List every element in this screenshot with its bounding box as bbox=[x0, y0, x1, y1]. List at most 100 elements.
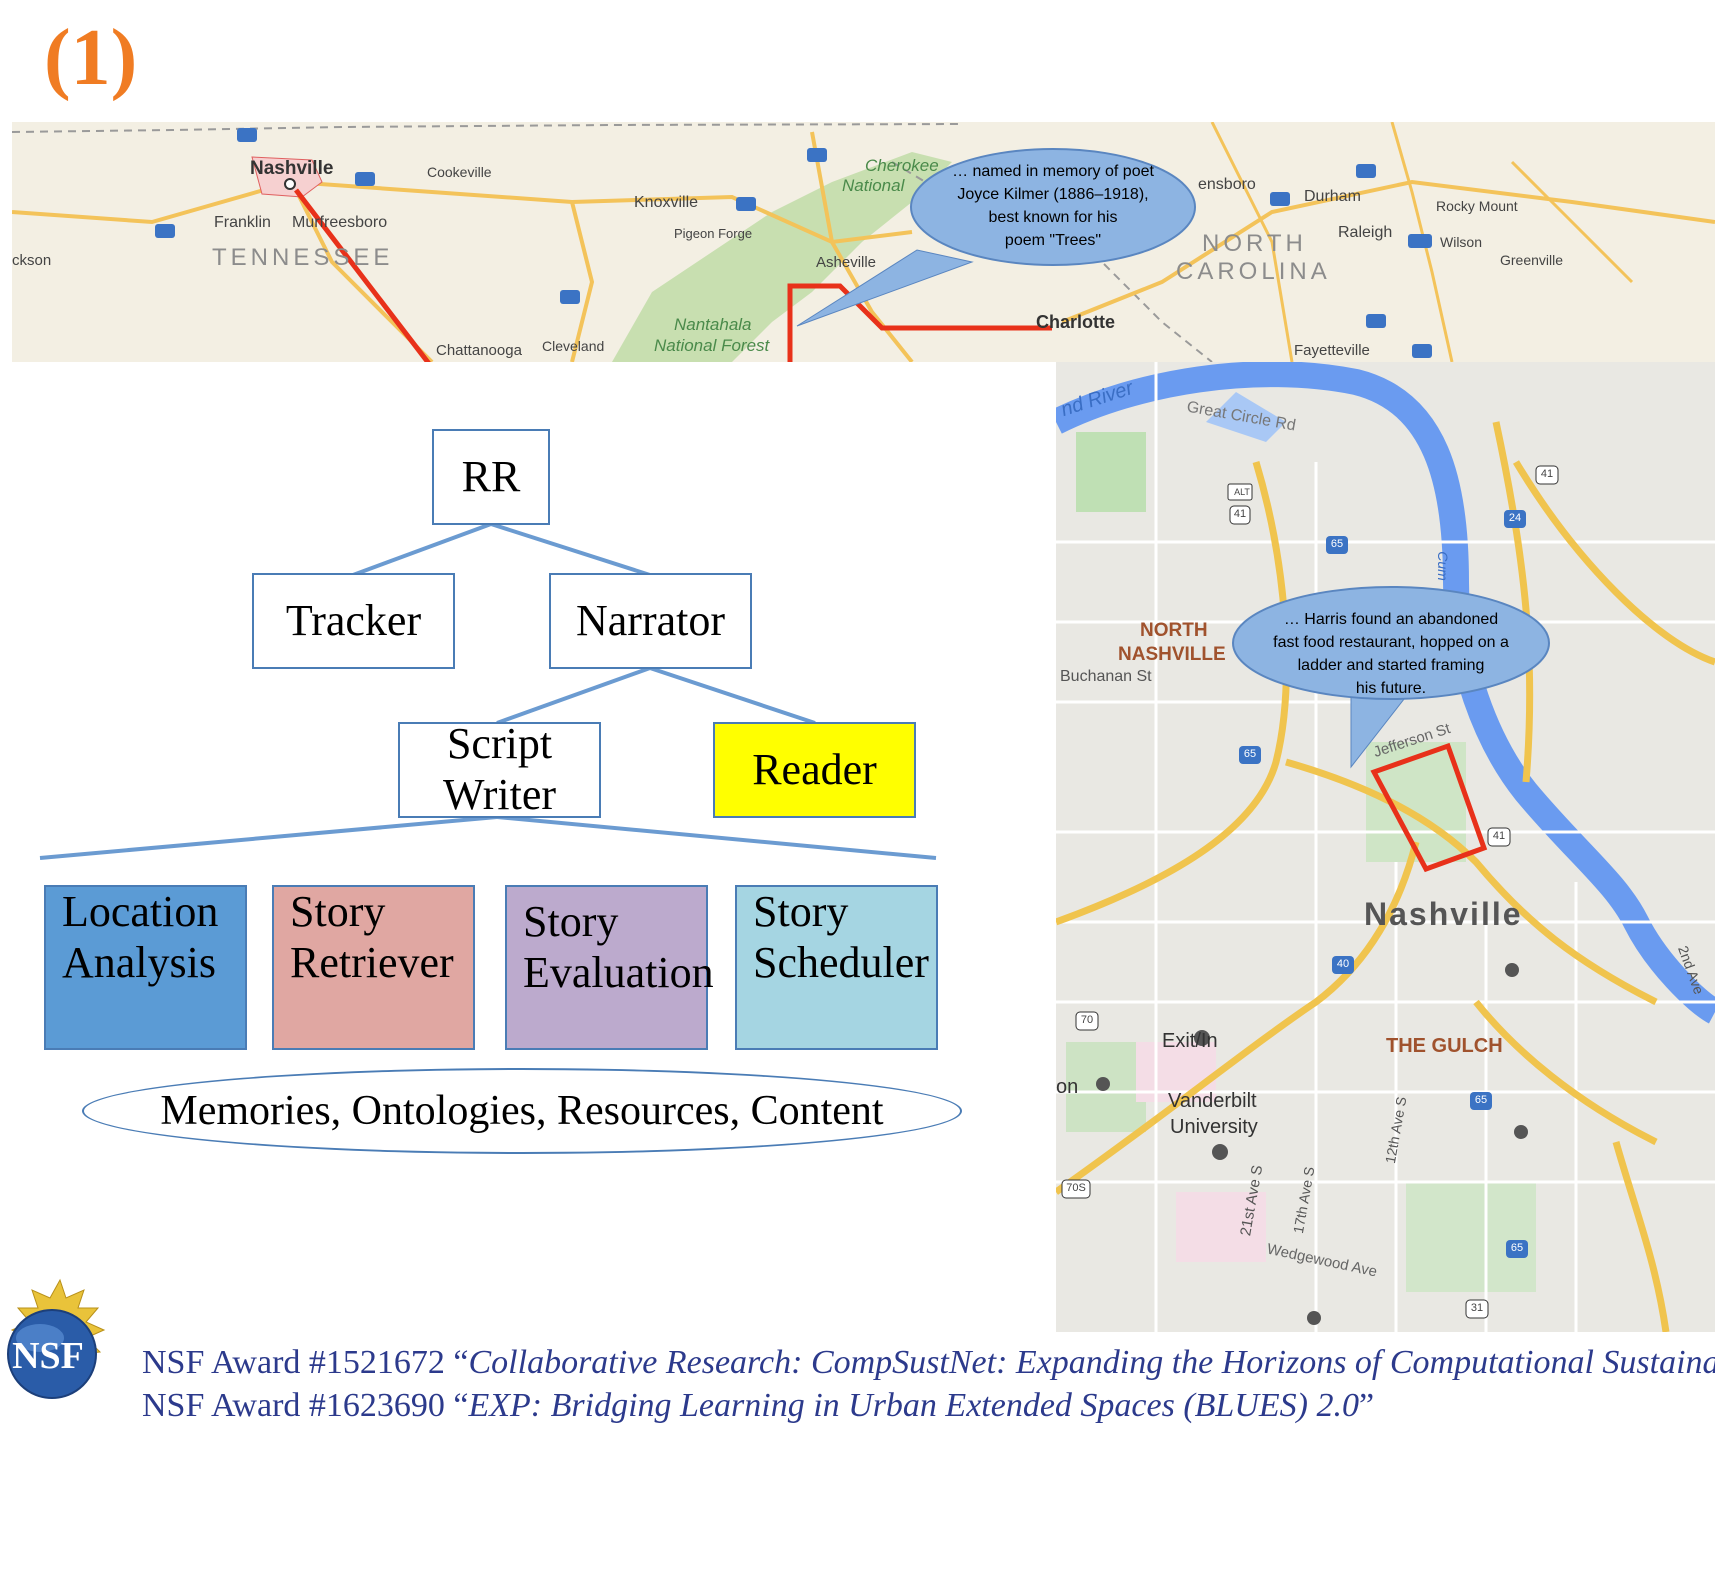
story-scheduler-box: Story Scheduler bbox=[735, 885, 938, 1050]
highlight-block bbox=[1370, 742, 1488, 873]
award-2-title: EXP: Bridging Learning in Urban Extended… bbox=[468, 1387, 1359, 1424]
region-label: TENNESSEE bbox=[212, 244, 394, 271]
regional-map-graphics bbox=[12, 122, 1715, 362]
connector-rr-tracker bbox=[352, 522, 492, 577]
map-label: Cleveland bbox=[542, 338, 605, 354]
district-label: NORTH bbox=[1140, 620, 1208, 641]
venue-label: Exit/In bbox=[1162, 1030, 1218, 1052]
slide-number: (1) bbox=[44, 14, 138, 102]
connector-script-right bbox=[496, 815, 937, 860]
city-label-nashville: Nashville bbox=[1364, 896, 1523, 932]
connector-rr-narrator bbox=[490, 522, 651, 577]
shield-label: 70S bbox=[1066, 1182, 1086, 1194]
park-label: National Forest bbox=[654, 336, 770, 355]
map-label: Cookeville bbox=[427, 164, 492, 180]
callout-line: poem "Trees" bbox=[1004, 232, 1102, 249]
city-map-graphics bbox=[1056, 362, 1715, 1332]
shield-label: 31 bbox=[1470, 1302, 1484, 1314]
script-writer-line1: Script bbox=[446, 719, 553, 769]
shield-label: 70 bbox=[1080, 1014, 1094, 1026]
callout-text-top: … named in memory of poet Joyce Kilmer (… bbox=[924, 160, 1182, 252]
map-label: Wilson bbox=[1440, 234, 1483, 250]
connector-script-left bbox=[39, 815, 498, 860]
memories-label: Memories, Ontologies, Resources, Content bbox=[160, 1088, 884, 1134]
rr-box: RR bbox=[432, 429, 550, 525]
story-evaluation-line2: Evaluation bbox=[523, 947, 714, 997]
story-scheduler-line2: Scheduler bbox=[753, 937, 929, 987]
map-label: Pigeon Forge bbox=[674, 226, 753, 241]
venue-label: University bbox=[1170, 1116, 1258, 1138]
shield-label: 65 bbox=[1474, 1094, 1488, 1106]
footer-award-2: NSF Award #1623690 “EXP: Bridging Learni… bbox=[142, 1387, 1374, 1425]
callout-line: ladder and started framing bbox=[1297, 657, 1485, 674]
district-label: NASHVILLE bbox=[1118, 644, 1226, 665]
callout-text-city: … Harris found an abandoned fast food re… bbox=[1233, 608, 1549, 700]
park-label: Nantahala bbox=[674, 315, 752, 334]
script-writer-line2: Writer bbox=[442, 770, 557, 819]
map-label: Asheville bbox=[816, 254, 877, 271]
map-label: ensboro bbox=[1198, 176, 1256, 193]
connector-narrator-reader bbox=[649, 666, 816, 725]
callout-bubble bbox=[910, 148, 1196, 266]
narrator-label: Narrator bbox=[575, 595, 725, 645]
map-label: Greenville bbox=[1500, 252, 1564, 268]
forest-area bbox=[612, 152, 952, 362]
venue-label: on bbox=[1056, 1076, 1079, 1098]
callout-line: fast food restaurant, hopped on a bbox=[1273, 634, 1509, 651]
regional-map: Nashville Cookeville Knoxville Pigeon Fo… bbox=[12, 122, 1715, 362]
map-label: Raleigh bbox=[1338, 224, 1393, 241]
tracker-box: Tracker bbox=[252, 573, 455, 669]
callout-line: Joyce Kilmer (1886–1918), bbox=[957, 186, 1149, 203]
map-label: Rocky Mount bbox=[1436, 198, 1518, 214]
map-label: Fayetteville bbox=[1294, 342, 1370, 359]
shield-label: 65 bbox=[1243, 748, 1257, 760]
callout-line: best known for his bbox=[988, 209, 1118, 226]
map-label: Franklin bbox=[214, 214, 271, 231]
award-2-suffix: ” bbox=[1358, 1387, 1375, 1424]
shield-label: ALT bbox=[1234, 487, 1250, 497]
story-retriever-line2: Retriever bbox=[290, 937, 454, 987]
map-label-nashville: Nashville bbox=[250, 158, 334, 179]
river-label: Cum bbox=[1434, 551, 1451, 581]
story-evaluation-line1: Story bbox=[523, 897, 619, 946]
shield-label: 41 bbox=[1233, 508, 1247, 520]
venue-label: Vanderbilt bbox=[1168, 1090, 1257, 1112]
map-label: ckson bbox=[12, 252, 52, 269]
award-1-prefix: NSF Award #1521672 “ bbox=[142, 1344, 469, 1381]
reader-label: Reader bbox=[752, 744, 877, 794]
location-analysis-box: Location Analysis bbox=[44, 885, 247, 1050]
shield-label: 65 bbox=[1330, 538, 1344, 550]
location-analysis-line2: Analysis bbox=[62, 937, 216, 987]
location-analysis-line1: Location bbox=[62, 887, 219, 936]
map-label: Murfreesboro bbox=[292, 214, 388, 231]
tracker-label: Tracker bbox=[285, 595, 422, 645]
park-label: National bbox=[842, 176, 905, 195]
callout-bubble-city bbox=[1232, 586, 1550, 700]
park-label: Cherokee bbox=[865, 156, 939, 175]
callout-line: … Harris found an abandoned bbox=[1283, 611, 1499, 628]
script-writer-box: Script Writer bbox=[398, 719, 601, 819]
nsf-logo-text: NSF bbox=[12, 1335, 84, 1377]
nsf-logo: NSF bbox=[0, 1278, 122, 1428]
award-1-title: Collaborative Research: CompSustNet: Exp… bbox=[468, 1344, 1715, 1381]
diagram-connectors bbox=[39, 522, 937, 860]
callout-line: … named in memory of poet bbox=[952, 163, 1154, 180]
story-evaluation-box: Story Evaluation bbox=[505, 885, 714, 1050]
story-retriever-box: Story Retriever bbox=[272, 885, 475, 1050]
map-label: Knoxville bbox=[634, 194, 699, 211]
shield-label: 24 bbox=[1508, 512, 1522, 524]
award-2-prefix: NSF Award #1623690 “ bbox=[142, 1387, 469, 1424]
region-label: NORTH bbox=[1202, 230, 1307, 257]
map-label: Chattanooga bbox=[436, 342, 522, 359]
footer-award-1: NSF Award #1521672 “Collaborative Resear… bbox=[142, 1344, 1715, 1382]
city-map: nd River Great Circle Rd NORTH NASHVILLE… bbox=[1056, 362, 1715, 1332]
narrator-box: Narrator bbox=[549, 573, 752, 669]
connector-narrator-script bbox=[496, 666, 651, 725]
street-label: Buchanan St bbox=[1060, 668, 1152, 685]
shield-label: 41 bbox=[1540, 468, 1554, 480]
shield-label: 41 bbox=[1492, 830, 1506, 842]
story-retriever-line1: Story bbox=[290, 887, 386, 936]
region-label: CAROLINA bbox=[1176, 258, 1331, 285]
reader-box: Reader bbox=[713, 722, 916, 818]
rr-label: RR bbox=[461, 451, 521, 501]
